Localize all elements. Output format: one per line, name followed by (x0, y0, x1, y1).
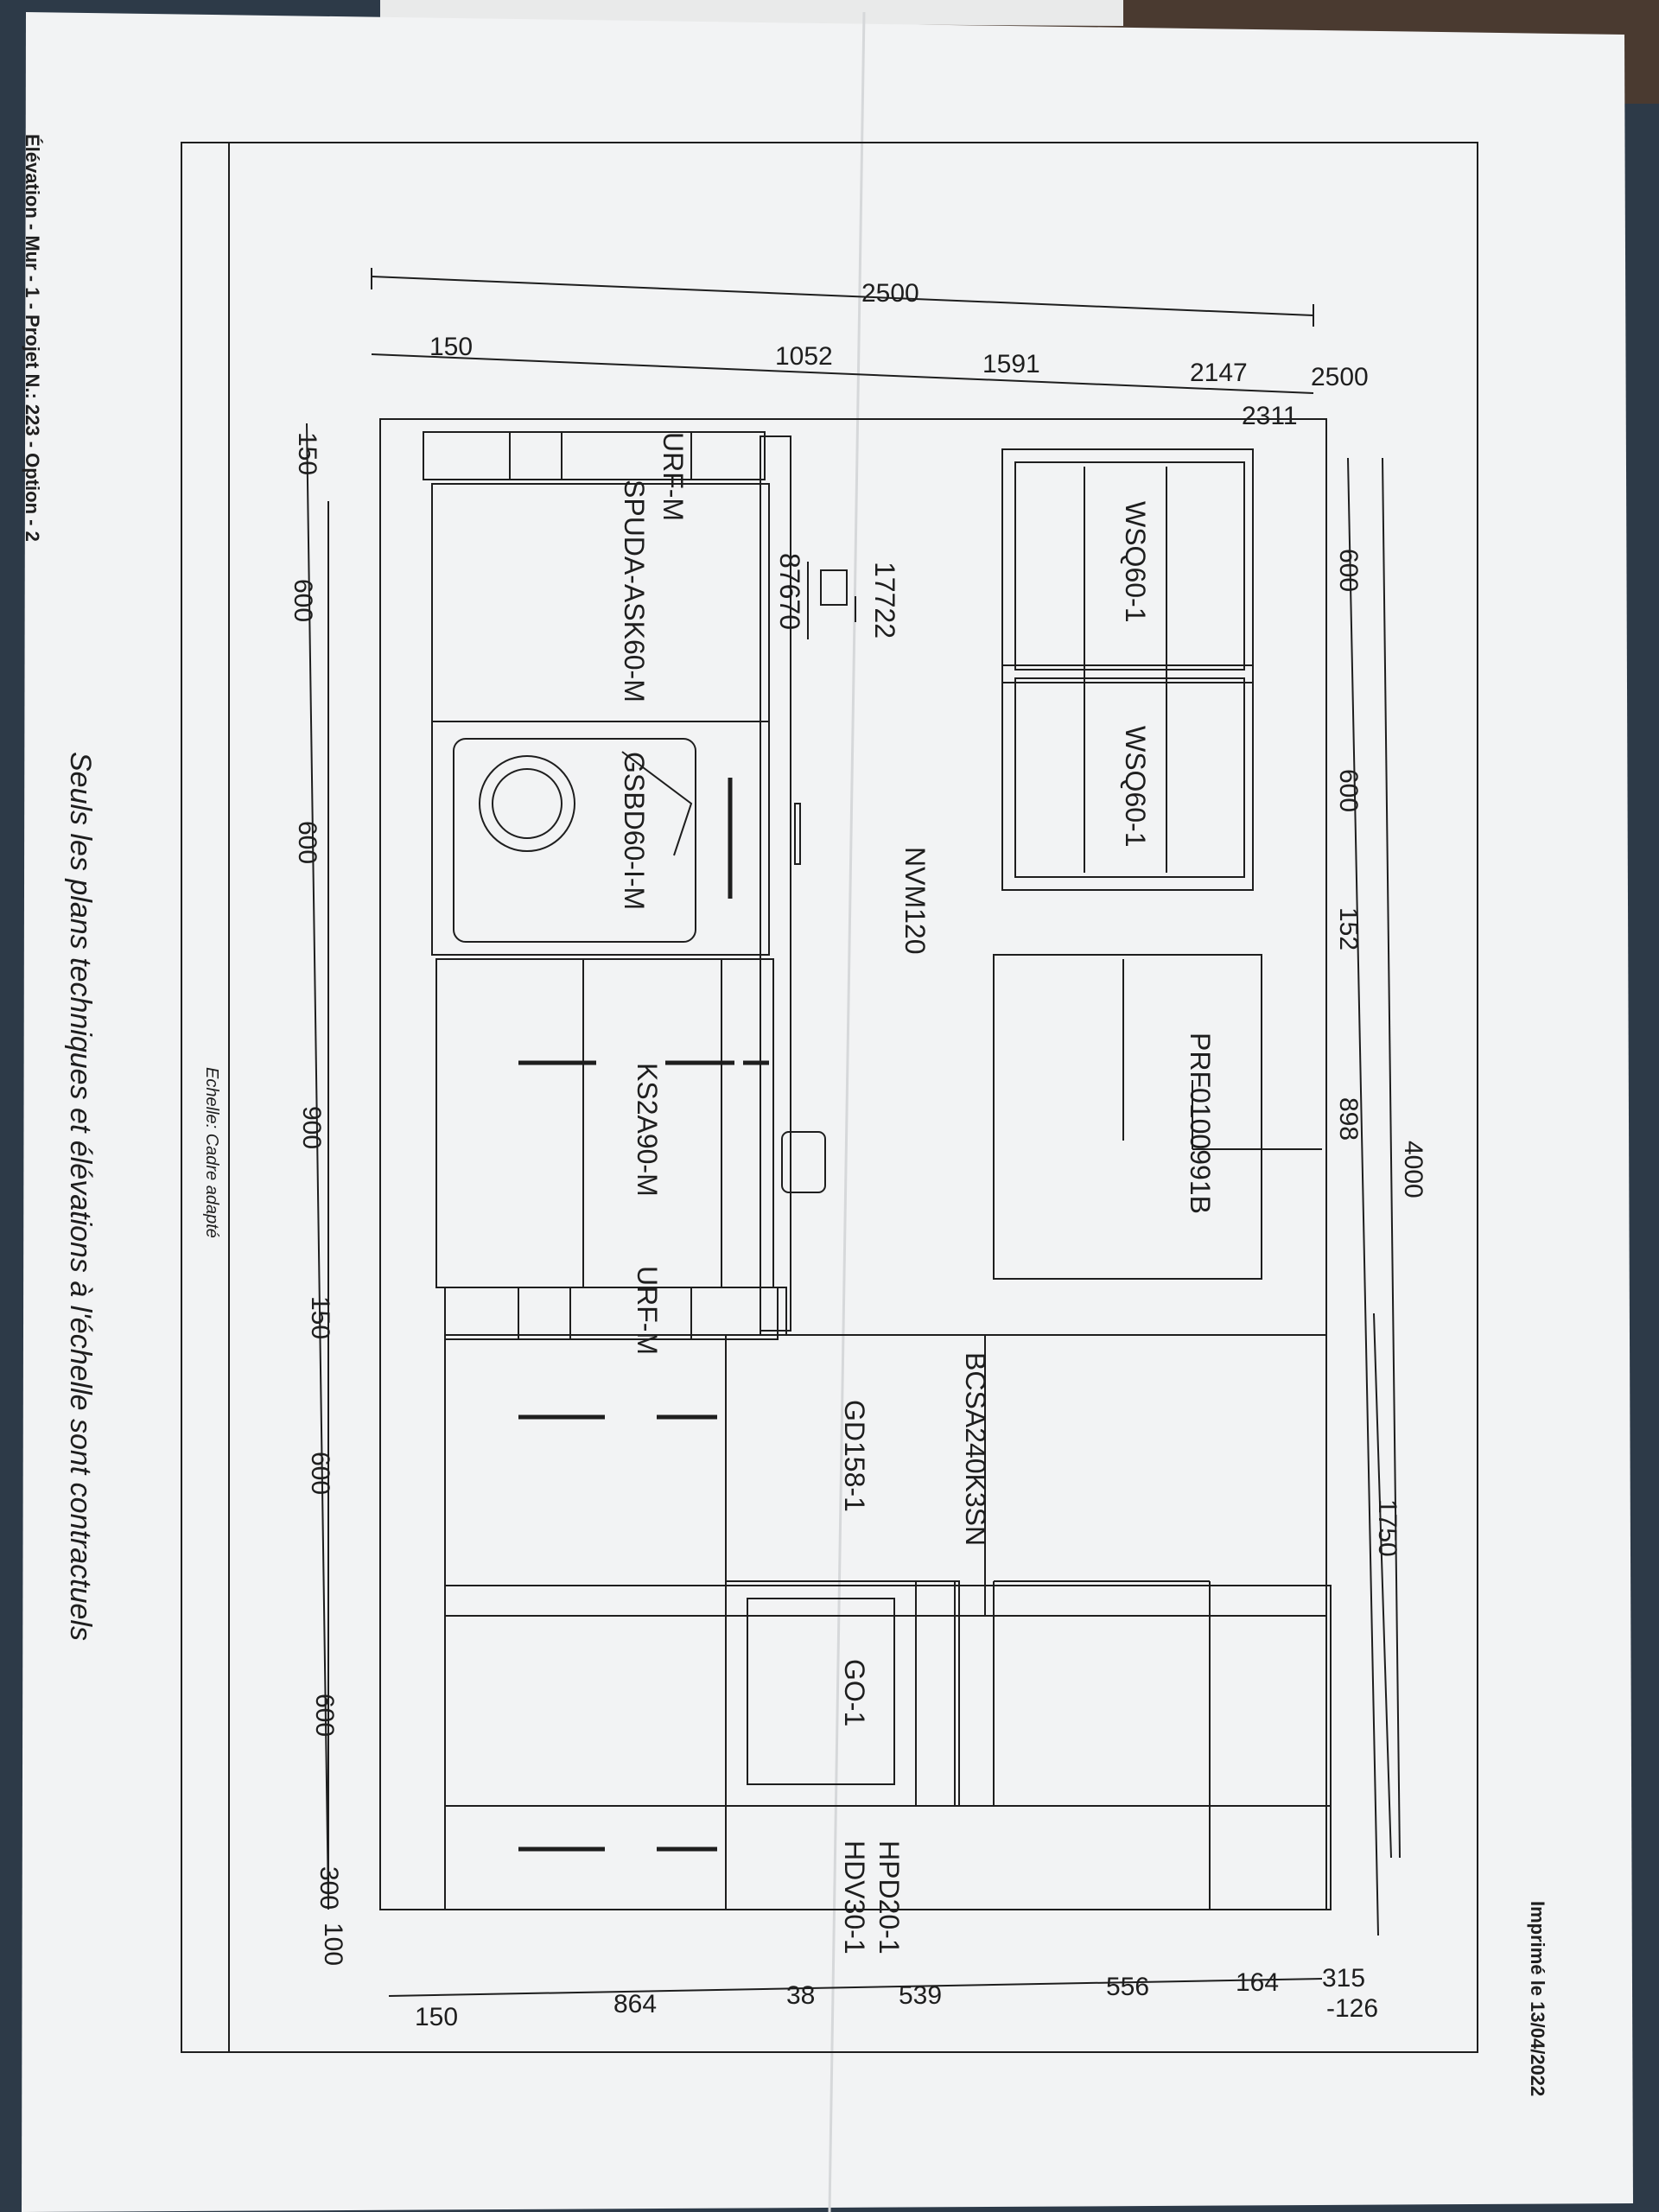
elevation-drawing (22, 0, 1659, 2212)
